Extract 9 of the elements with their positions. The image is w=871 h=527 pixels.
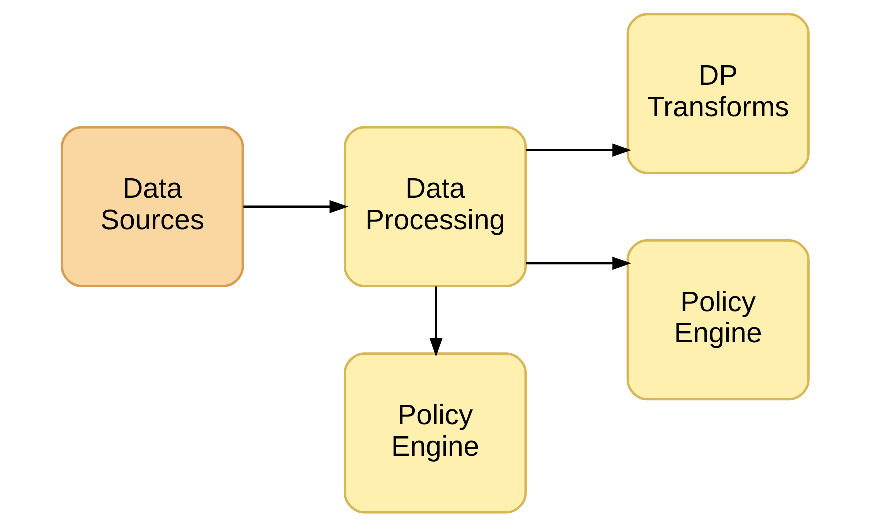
arrow bbox=[430, 286, 443, 357]
arrow bbox=[244, 200, 349, 214]
arrow bbox=[526, 144, 632, 157]
node-box: DP Transforms bbox=[626, 13, 810, 174]
arrow bbox=[526, 256, 632, 270]
node-box: Data Sources bbox=[61, 126, 244, 288]
node-box: Policy Engine bbox=[626, 240, 810, 401]
node-box: Data Processing bbox=[344, 126, 528, 288]
node-box: Policy Engine bbox=[344, 352, 528, 514]
